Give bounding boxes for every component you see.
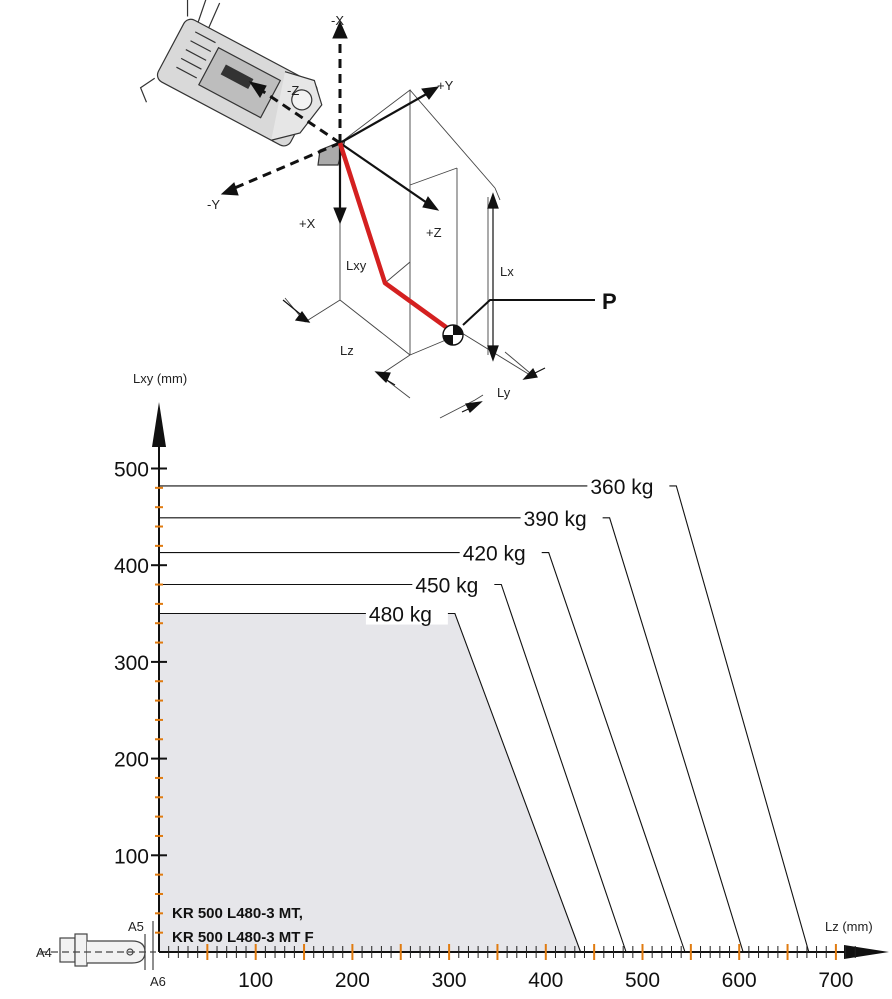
wrist-label-a6: A6 [150, 974, 166, 989]
curve-360kg [159, 485, 810, 953]
dim-label-lx: Lx [500, 264, 514, 279]
y-tick-label: 100 [114, 845, 149, 868]
axis-label-minus-y: -Y [207, 197, 220, 212]
x-axis-arrow [844, 945, 889, 959]
y-minor-ticks [151, 467, 167, 934]
y-tick-label: 400 [114, 555, 149, 578]
y-axis-arrow [152, 402, 166, 447]
x-tick-label: 700 [818, 969, 853, 992]
y-axis-title: Lxy (mm) [133, 371, 187, 386]
x-minor-ticks [168, 944, 856, 960]
curve-label-bg-420kg [459, 539, 542, 564]
x-tick-labels: 100 200 300 400 500 600 700 [238, 969, 853, 992]
curve-label-420kg: 420 kg [463, 543, 526, 566]
x-tick-label: 300 [432, 969, 467, 992]
y-tick-labels: 100 200 300 400 500 [114, 459, 149, 869]
dim-label-ly: Ly [497, 385, 511, 400]
curve-label-450kg: 450 kg [415, 575, 478, 598]
area-fill-480kg [159, 613, 581, 952]
y-tick-label: 300 [114, 652, 149, 675]
curve-label-480kg: 480 kg [369, 604, 432, 627]
curve-420kg [159, 552, 686, 953]
y-tick-label: 500 [114, 459, 149, 482]
curve-label-bg-360kg [587, 472, 670, 497]
payload-curves [159, 485, 810, 953]
dimension-arrows [282, 192, 546, 413]
x-tick-label: 100 [238, 969, 273, 992]
axis-label-minus-x: -X [331, 13, 344, 28]
curve-480kg [159, 612, 582, 953]
axis-label-plus-y: +Y [437, 78, 454, 93]
axis-label-plus-z: +Z [426, 225, 442, 240]
lxy-path [337, 142, 452, 332]
model-line-1: KR 500 L480-3 MT, [172, 905, 303, 922]
y-tick-label: 200 [114, 749, 149, 772]
wrist-label-a5: A5 [128, 919, 144, 934]
curve-label-390kg: 390 kg [524, 508, 587, 531]
x-tick-label: 400 [528, 969, 563, 992]
curve-450kg [159, 583, 627, 953]
curve-label-bg-450kg [412, 571, 495, 596]
curve-label-bg-480kg [365, 600, 448, 625]
point-p-marker [442, 299, 595, 346]
axis-label-minus-z: -Z [287, 83, 299, 98]
dim-label-lxy: Lxy [346, 258, 367, 273]
curve-label-360kg: 360 kg [590, 476, 653, 499]
curve-label-bg-390kg [520, 504, 603, 529]
coordinate-axes [220, 20, 440, 225]
robot-wrist-drawing [139, 0, 346, 166]
wrist-label-a4: A4 [36, 945, 52, 960]
model-line-2: KR 500 L480-3 MT F [172, 929, 314, 946]
dim-label-lz: Lz [340, 343, 354, 358]
x-tick-label: 200 [335, 969, 370, 992]
x-tick-label: 600 [722, 969, 757, 992]
flange-drawing [40, 921, 156, 970]
x-axis-title: Lz (mm) [825, 919, 873, 934]
axis-label-plus-x: +X [299, 216, 316, 231]
curve-390kg [159, 517, 744, 953]
point-label-p: P [602, 289, 617, 314]
x-tick-label: 500 [625, 969, 660, 992]
